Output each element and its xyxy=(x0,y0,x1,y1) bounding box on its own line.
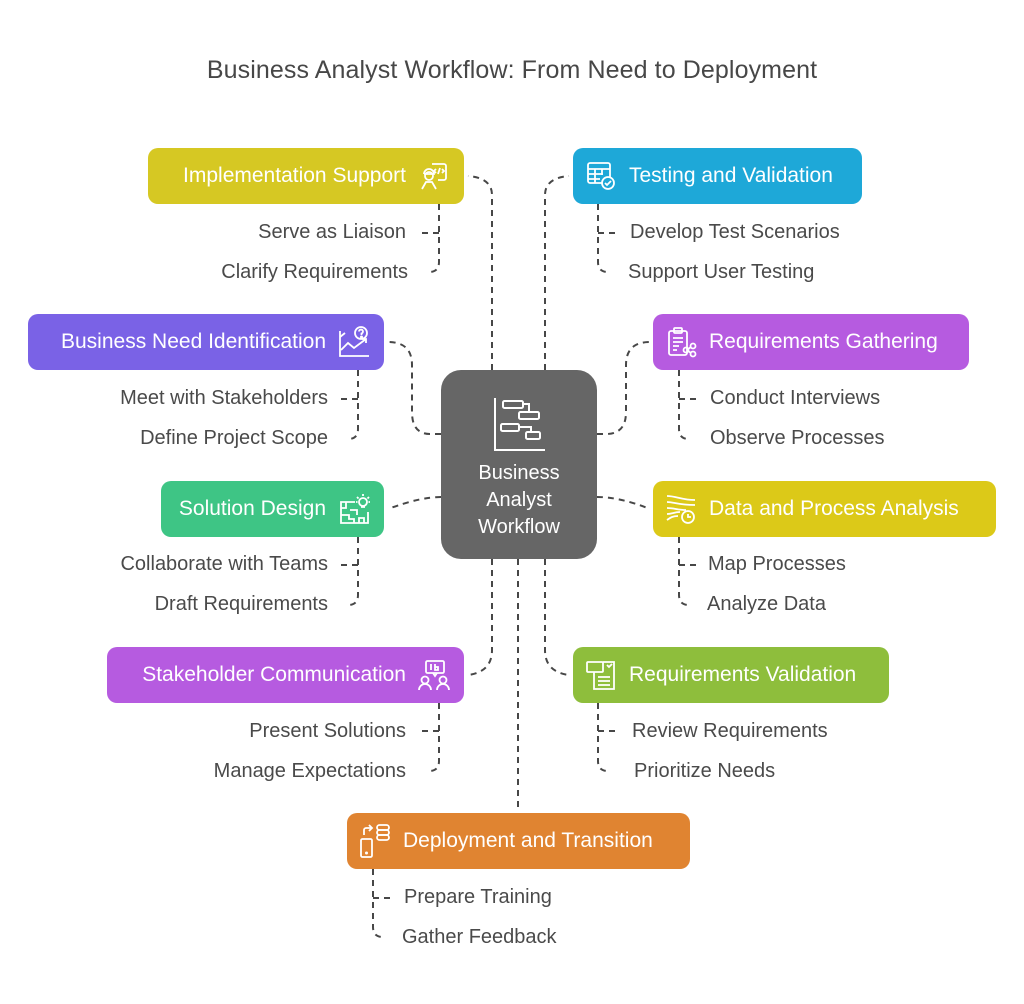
subitem: Draft Requirements xyxy=(154,593,328,615)
clipboard-share-icon xyxy=(663,324,699,360)
sub-business-need-branch xyxy=(347,370,359,440)
center-node: Business Analyst Workflow xyxy=(441,370,597,559)
node-requirements-gathering: Requirements Gathering xyxy=(653,314,969,370)
node-label: Business Need Identification xyxy=(61,330,326,353)
subitem: Collaborate with Teams xyxy=(120,553,328,575)
chart-question-icon xyxy=(336,324,372,360)
node-label: Testing and Validation xyxy=(629,164,833,187)
center-label-line: Workflow xyxy=(478,516,560,538)
connector-implementation-support xyxy=(467,175,493,370)
subitem: Prepare Training xyxy=(404,886,552,908)
node-testing-validation: Testing and Validation xyxy=(573,148,862,204)
connector-solution-design xyxy=(387,496,442,510)
subitem: Map Processes xyxy=(708,553,846,575)
node-data-process-analysis: Data and Process Analysis xyxy=(653,481,996,537)
sub-deployment-transition-branch xyxy=(372,869,384,938)
connector-data-process xyxy=(596,496,651,510)
node-deployment-transition: Deployment and Transition xyxy=(347,813,690,869)
sub-implementation-support-branch xyxy=(428,204,440,273)
sub-requirements-validation-branch xyxy=(597,703,609,772)
subitem: Define Project Scope xyxy=(140,427,328,449)
table-check-icon xyxy=(583,158,619,194)
connector-business-need xyxy=(387,341,441,435)
flow-clock-icon xyxy=(663,491,699,527)
subitem: Analyze Data xyxy=(707,593,826,615)
node-label: Requirements Validation xyxy=(629,663,857,686)
subitem: Prioritize Needs xyxy=(634,760,776,782)
sub-requirements-gathering-branch xyxy=(678,370,690,440)
subitem: Review Requirements xyxy=(632,720,828,742)
node-label: Stakeholder Communication xyxy=(142,663,406,686)
sub-testing-validation-branch xyxy=(597,204,609,273)
sub-data-process-branch xyxy=(678,537,690,606)
sub-stakeholder-communication-branch xyxy=(428,703,440,772)
node-business-need-identification: Business Need Identification xyxy=(28,314,384,370)
node-label: Solution Design xyxy=(178,497,326,520)
node-requirements-validation: Requirements Validation xyxy=(573,647,889,703)
center-label-line: Business xyxy=(478,462,560,484)
blueprint-bulb-icon xyxy=(336,491,372,527)
node-solution-design: Solution Design xyxy=(161,481,384,537)
center-label: Business Analyst Workflow xyxy=(441,460,597,541)
subitem: Gather Feedback xyxy=(402,926,557,948)
document-check-icon xyxy=(583,657,619,693)
connector-requirements-validation xyxy=(544,559,570,676)
engineer-code-icon xyxy=(416,158,452,194)
node-stakeholder-communication: Stakeholder Communication xyxy=(107,647,464,703)
subitem: Clarify Requirements xyxy=(221,261,408,283)
subitem: Conduct Interviews xyxy=(710,387,881,409)
subitem: Meet with Stakeholders xyxy=(120,387,328,409)
center-label-line: Analyst xyxy=(486,489,552,511)
subitem: Present Solutions xyxy=(249,720,406,742)
connector-requirements-gathering xyxy=(597,341,651,435)
sub-solution-design-branch xyxy=(347,537,359,606)
node-label: Requirements Gathering xyxy=(709,330,938,353)
node-label: Implementation Support xyxy=(183,164,406,187)
connector-testing-validation xyxy=(544,175,570,370)
node-label: Data and Process Analysis xyxy=(709,497,959,520)
node-label: Deployment and Transition xyxy=(403,829,653,852)
mobile-database-icon xyxy=(357,823,393,859)
node-implementation-support: Implementation Support xyxy=(148,148,464,204)
diagram-title: Business Analyst Workflow: From Need to … xyxy=(206,56,818,84)
subitem: Develop Test Scenarios xyxy=(630,221,840,243)
subitem: Manage Expectations xyxy=(213,760,406,782)
people-chat-icon xyxy=(416,657,452,693)
subitem: Observe Processes xyxy=(710,427,885,449)
connector-stakeholder-communication xyxy=(467,559,493,676)
subitem: Serve as Liaison xyxy=(258,221,406,243)
gantt-chart-icon xyxy=(494,398,545,451)
subitem: Support User Testing xyxy=(628,261,815,283)
